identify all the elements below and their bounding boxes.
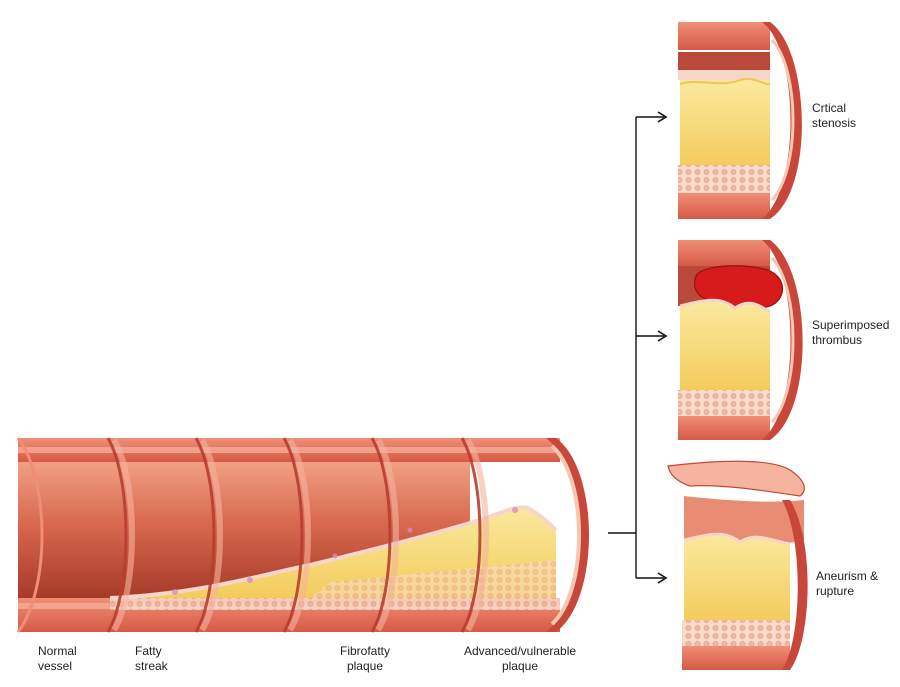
segment-ring-5 [460, 437, 482, 633]
vessel-left-end [16, 437, 44, 633]
label-advanced-plaque: Advanced/vulnerable plaque [452, 644, 588, 674]
ruptured-wall-flap [667, 460, 805, 497]
vessel-progression [16, 437, 589, 633]
thrombus-illustration [678, 240, 803, 440]
aneurism-illustration [667, 460, 808, 670]
label-aneurism-line2: rupture [816, 584, 855, 598]
label-critical-stenosis: Crtical stenosis [812, 101, 856, 131]
segment-ring-4 [370, 437, 392, 633]
segment-ring-3 [282, 437, 304, 633]
label-advanced-line1: Advanced/vulnerable [463, 644, 577, 658]
label-thrombus-line2: thrombus [812, 333, 863, 347]
label-aneurism-line1: Aneurism & [816, 569, 879, 583]
label-aneurism-rupture: Aneurism & rupture [816, 569, 878, 599]
label-fatty-line2: streak [135, 659, 168, 673]
label-stenosis-line2: stenosis [812, 116, 857, 130]
label-fatty-streak: Fatty streak [135, 644, 168, 674]
label-advanced-line2: plaque [501, 659, 539, 673]
stenosis-illustration [678, 22, 802, 219]
label-normal-line1: Normal [38, 644, 77, 658]
thrombus-clot [693, 265, 784, 309]
segment-ring-2 [194, 437, 216, 633]
label-stenosis-line1: Crtical [812, 101, 847, 115]
outcome-arrows [608, 111, 668, 584]
label-fibrofatty-plaque: Fibrofatty plaque [320, 644, 410, 674]
label-fibro-line2: plaque [346, 659, 384, 673]
segment-ring-1 [106, 437, 128, 633]
label-normal-line2: vessel [38, 659, 73, 673]
label-superimposed-thrombus: Superimposed thrombus [812, 318, 889, 348]
vessel-end-cap [546, 438, 589, 632]
label-fibro-line1: Fibrofatty [339, 644, 390, 658]
label-thrombus-line1: Superimposed [812, 318, 890, 332]
label-normal-vessel: Normal vessel [38, 644, 77, 674]
label-fatty-line1: Fatty [135, 644, 162, 658]
